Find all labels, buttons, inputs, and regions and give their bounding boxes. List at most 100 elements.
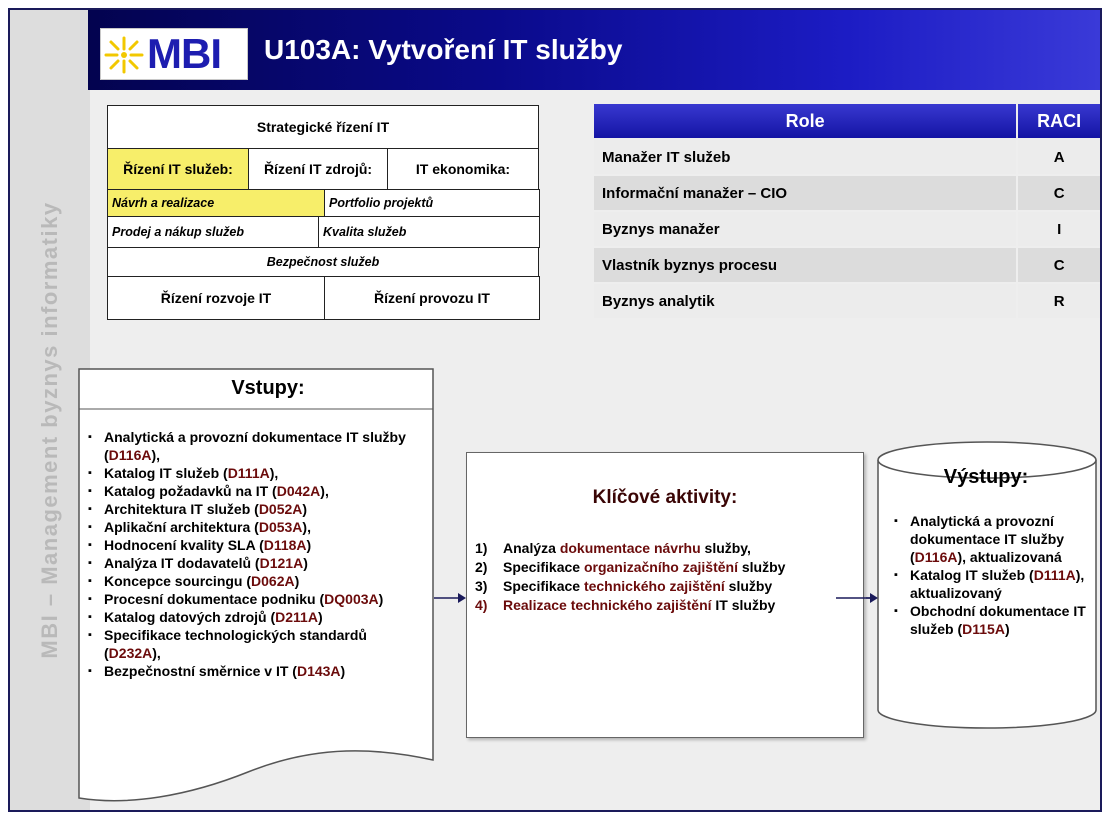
input-item: Bezpečnostní směrnice v IT (D143A): [86, 662, 420, 680]
document-code: D232A: [108, 645, 153, 661]
input-item: Katalog IT služeb (D111A),: [86, 464, 420, 482]
sun-icon: [104, 36, 144, 74]
document-code: D052A: [258, 501, 303, 517]
input-item: Koncepce sourcingu (D062A): [86, 572, 420, 590]
output-item-suffix: ), aktualizovaný: [910, 567, 1085, 601]
activity-item: 1) Analýza dokumentace návrhu služby,: [475, 539, 859, 557]
input-item: Katalog požadavků na IT (D042A),: [86, 482, 420, 500]
activity-highlight: Realizace technického zajištění: [503, 597, 712, 613]
activity-text: Specifikace: [503, 559, 584, 575]
raci-row: Informační manažer – CIO C: [594, 176, 1100, 210]
document-code: D111A: [1033, 567, 1076, 583]
input-item: Architektura IT služeb (D052A): [86, 500, 420, 518]
input-item-suffix: ),: [269, 465, 279, 481]
provoz-cell: Řízení provozu IT: [324, 276, 540, 320]
raci-row: Byznys manažer I: [594, 212, 1100, 246]
input-item-text: Analýza IT dodavatelů (: [104, 555, 260, 571]
activity-number: 4): [475, 597, 488, 613]
input-item-suffix: ),: [151, 447, 161, 463]
input-item-text: Hodnocení kvality SLA (: [104, 537, 264, 553]
document-code: D116A: [914, 549, 958, 565]
document-code: D121A: [259, 555, 304, 571]
input-item-text: Koncepce sourcingu (: [104, 573, 252, 589]
activity-text-end: služby: [724, 578, 773, 594]
input-item-suffix: ): [303, 555, 308, 571]
activities-title: Klíčové aktivity:: [592, 487, 738, 508]
activity-number: 3): [475, 578, 488, 594]
raci-row: Vlastník byznys procesu C: [594, 248, 1100, 282]
input-item-suffix: ): [306, 537, 312, 553]
process-map: Strategické řízení IT Řízení IT služeb: …: [107, 105, 540, 320]
output-item-text: Katalog IT služeb (: [910, 567, 1034, 583]
raci-value: C: [1018, 248, 1100, 282]
input-item-suffix: ): [340, 663, 346, 679]
bezpecnost-cell: Bezpečnost služeb: [107, 247, 539, 277]
document-code: D115A: [962, 621, 1005, 637]
document-code: D118A: [263, 537, 307, 553]
raci-role: Manažer IT služeb: [594, 140, 1017, 174]
output-item-text: Obchodní dokumentace IT služeb (: [910, 603, 1086, 637]
activity-item: 2) Specifikace organizačního zajištění sl…: [475, 558, 859, 576]
raci-header-role: Role: [594, 104, 1017, 138]
document-code: D062A: [251, 573, 295, 589]
activity-text: Specifikace: [503, 578, 584, 594]
rizeni-zdroju-cell: Řízení IT zdrojů:: [248, 148, 388, 190]
input-item-text: Katalog IT služeb (: [104, 465, 228, 481]
activity-text-end: služby: [737, 559, 786, 575]
input-item-suffix: ): [302, 501, 308, 517]
raci-value: A: [1018, 140, 1100, 174]
sidebar: MBI – Management byznys informatiky: [10, 10, 90, 810]
activity-number: 2): [475, 559, 488, 575]
input-item: Analýza IT dodavatelů (D121A): [86, 554, 420, 572]
raci-role: Informační manažer – CIO: [594, 176, 1017, 210]
input-item-suffix: ),: [320, 483, 329, 499]
activities-list: 1) Analýza dokumentace návrhu služby, 2) Sp…: [475, 539, 859, 615]
outputs-list: Analytická a provozní dokumentace IT slu…: [892, 512, 1092, 638]
output-item: Katalog IT služeb (D111A), aktualizovaný: [892, 566, 1092, 602]
navrh-cell: Návrh a realizace: [107, 189, 325, 217]
output-item: Obchodní dokumentace IT služeb (D115A): [892, 602, 1092, 638]
strategic-cell: Strategické řízení IT: [107, 105, 539, 149]
raci-value: I: [1018, 212, 1100, 246]
sidebar-text: MBI – Management byznys informatiky: [37, 201, 62, 659]
activities-box: Klíčové aktivity: 1) Analýza dokumentace …: [466, 452, 864, 738]
document-code: D053A: [258, 519, 303, 535]
inputs-title: Vstupy:: [231, 377, 305, 399]
activity-highlight: technického zajištění: [583, 578, 725, 594]
raci-header: Role RACI: [594, 104, 1100, 138]
activity-number: 1): [475, 540, 488, 556]
activity-item: 4) Realizace technického zajištění IT slu…: [475, 596, 859, 614]
output-item-text: Analytická a provozní dokumentace IT slu…: [910, 513, 1065, 565]
input-item-text: Analytická a provozní dokumentace IT slu…: [104, 429, 406, 463]
output-item-suffix: ): [1004, 621, 1010, 637]
input-item-text: Specifikace technologických standardů (: [104, 627, 367, 661]
input-item-suffix: ),: [302, 519, 311, 535]
document-code: D042A: [276, 483, 321, 499]
activity-highlight: organizačního zajištění: [583, 559, 738, 575]
activity-text-end: IT služby: [711, 597, 776, 613]
activity-text: Analýza: [503, 540, 560, 556]
input-item-text: Procesní dokumentace podniku (: [104, 591, 325, 607]
document-code: DQ003A: [324, 591, 379, 607]
page-title: U103A: Vytvoření IT služby: [264, 34, 623, 65]
input-item: Aplikační architektura (D053A),: [86, 518, 420, 536]
document-code: D116A: [108, 447, 152, 463]
activity-highlight: dokumentace návrhu: [559, 540, 701, 556]
input-item: Analytická a provozní dokumentace IT slu…: [86, 428, 420, 464]
input-item: Procesní dokumentace podniku (DQ003A): [86, 590, 420, 608]
activity-item: 3) Specifikace technického zajištění služ…: [475, 577, 859, 595]
document-code: D143A: [296, 663, 341, 679]
activity-text-end: služby,: [700, 540, 751, 556]
output-item: Analytická a provozní dokumentace IT slu…: [892, 512, 1092, 566]
raci-role: Byznys manažer: [594, 212, 1017, 246]
it-ekonomika-cell: IT ekonomika:: [387, 148, 539, 190]
input-item: Specifikace technologických standardů (D…: [86, 626, 420, 662]
input-item-suffix: ): [294, 573, 300, 589]
raci-row: Manažer IT služeb A: [594, 140, 1100, 174]
portfolio-cell: Portfolio projektů: [324, 189, 540, 217]
raci-table: Role RACI Manažer IT služeb A Informační…: [594, 104, 1100, 318]
input-item-text: Katalog požadavků na IT (: [104, 483, 277, 499]
output-item-suffix: ), aktualizovaná: [957, 549, 1062, 565]
input-item-suffix: ),: [152, 645, 161, 661]
raci-value: C: [1018, 176, 1100, 210]
